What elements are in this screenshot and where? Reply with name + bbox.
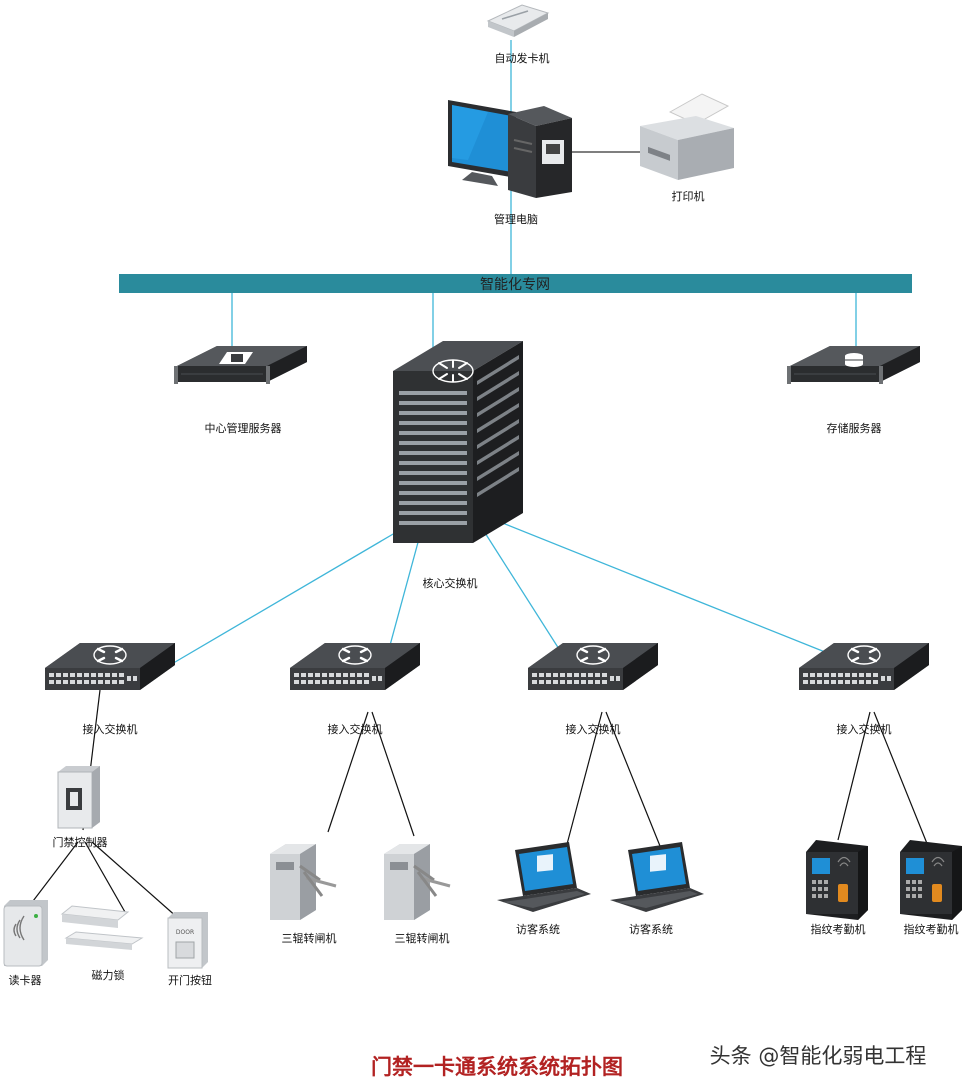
fingerprint-1-label: 指纹考勤机	[811, 922, 866, 936]
link-core-sw2	[385, 534, 421, 661]
link-core-sw3	[479, 524, 567, 661]
link-sw4-fp1	[837, 711, 871, 841]
card-reader-icon	[3, 900, 48, 967]
access-switch-2-label: 接入交换机	[328, 722, 383, 736]
link-sw3-visitor1	[565, 711, 603, 849]
door-button-icon: DOOR	[167, 912, 208, 969]
link-controller-reader	[29, 841, 79, 906]
magnetic-lock-icon	[60, 905, 144, 950]
turnstile-1-label: 三辊转闸机	[282, 931, 337, 945]
admin-pc-label: 管理电脑	[494, 212, 538, 226]
admin-pc-icon	[448, 100, 572, 198]
central-server-label: 中心管理服务器	[205, 421, 282, 435]
access-switch-3-label: 接入交换机	[566, 722, 621, 736]
door-controller-label: 门禁控制器	[53, 835, 108, 849]
diagram-title: 门禁一卡通系统系统拓扑图	[371, 1054, 623, 1079]
link-sw4-fp2	[873, 711, 929, 847]
link-core-sw4	[464, 507, 841, 659]
link-controller-button	[91, 841, 179, 919]
door-button-label: 开门按钮	[168, 973, 212, 987]
door-controller-icon	[57, 766, 100, 829]
link-sw2-turnstile2	[371, 711, 415, 837]
visitor-2-label: 访客系统	[629, 922, 673, 936]
card-reader-label: 读卡器	[9, 973, 42, 987]
access-switch-1-label: 接入交换机	[83, 722, 138, 736]
access-switch-2-icon	[288, 641, 422, 692]
printer-icon	[640, 93, 734, 180]
turnstile-2-label: 三辊转闸机	[395, 931, 450, 945]
printer-label: 打印机	[672, 189, 705, 203]
watermark: 头条 @智能化弱电工程	[710, 1044, 927, 1068]
door-button-text: DOOR	[176, 929, 194, 936]
card-issuer-label: 自动发卡机	[495, 51, 550, 65]
core-switch-label: 核心交换机	[423, 576, 478, 590]
access-switch-4-label: 接入交换机	[837, 722, 892, 736]
magnetic-lock-label: 磁力锁	[92, 968, 125, 982]
link-sw2-turnstile1	[327, 711, 369, 833]
fingerprint-2-icon	[899, 839, 963, 921]
visitor-1-label: 访客系统	[516, 922, 560, 936]
access-switch-1-icon	[43, 641, 177, 692]
storage-server-label: 存储服务器	[827, 421, 882, 435]
fingerprint-2-label: 指纹考勤机	[904, 922, 959, 936]
network-bar	[119, 274, 912, 293]
visitor-2-icon	[610, 842, 704, 912]
link-controller-lock	[84, 841, 126, 913]
core-switch-icon	[393, 341, 523, 543]
card-issuer-icon	[486, 4, 550, 37]
network-label: 智能化专网	[480, 277, 550, 293]
turnstile-1-icon	[268, 842, 338, 922]
visitor-1-icon	[497, 842, 591, 912]
turnstile-2-icon	[382, 842, 452, 922]
network-links	[29, 40, 929, 919]
fingerprint-1-icon	[805, 839, 869, 921]
link-sw3-visitor2	[605, 711, 661, 847]
central-server-icon	[173, 345, 308, 385]
storage-server-icon	[786, 345, 921, 385]
access-switch-3-icon	[526, 641, 660, 692]
link-core-sw1	[169, 529, 401, 666]
